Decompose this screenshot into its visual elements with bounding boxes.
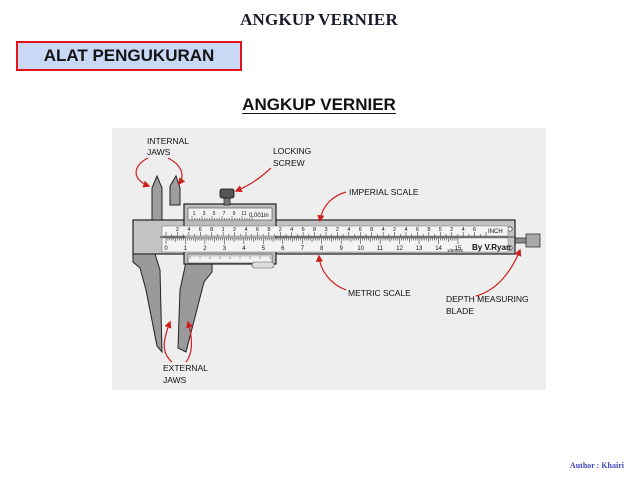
imperial-scale-numbers: 2 4 6 8 1 2 4 6 8 2 4 6 8 3 2 4 6 8 4 2 4 6 8 5 2 4 6 <box>176 227 476 233</box>
metric-number: 1 <box>184 246 188 252</box>
metric-number: 8 <box>320 246 324 252</box>
imperial-number: 8 <box>313 227 316 233</box>
vernier-top-number: 9 <box>233 211 236 217</box>
arrow-imperial-scale <box>317 191 347 223</box>
imperial-number: 1 <box>222 227 225 233</box>
metric-number: 5 <box>262 246 266 252</box>
author-credit: Author : Khairi <box>569 461 624 470</box>
mm-unit-label: 1/50mm <box>447 248 464 253</box>
diagram-title: ANGKUP VERNIER <box>242 95 396 114</box>
metric-number: 15 <box>455 246 462 252</box>
imperial-number: 6 <box>359 227 362 233</box>
label-metric-scale: METRIC SCALE <box>348 288 411 298</box>
vernier-bottom-ticks <box>189 254 271 259</box>
metric-number: 10 <box>357 246 364 252</box>
imperial-number: 6 <box>416 227 419 233</box>
imperial-number: 2 <box>233 227 236 233</box>
imperial-number: 6 <box>256 227 259 233</box>
imperial-number: 2 <box>450 227 453 233</box>
vernier-top-number: 1 <box>193 211 196 217</box>
imperial-number: 2 <box>393 227 396 233</box>
imperial-number: 2 <box>279 227 282 233</box>
metric-number: 9 <box>340 246 344 252</box>
arrow-external-jaws-left <box>163 320 173 363</box>
imperial-number: 6 <box>302 227 305 233</box>
metric-number: 6 <box>281 246 285 252</box>
locking-screw-head <box>219 188 235 199</box>
imperial-number: 2 <box>336 227 339 233</box>
category-tag-label: ALAT PENGUKURAN <box>43 46 215 65</box>
imperial-number: 8 <box>267 227 270 233</box>
imperial-number: 3 <box>324 227 327 233</box>
vernier-top-numbers: 1 3 5 7 9 11 <box>193 211 247 217</box>
arrow-metric-scale <box>315 254 347 291</box>
slide-title: ANGKUP VERNIER <box>240 10 398 29</box>
metric-scale-ticks <box>165 238 459 244</box>
metric-scale-strip <box>161 237 509 253</box>
metric-number: 12 <box>396 246 403 252</box>
arrow-internal-jaws-right <box>167 157 186 186</box>
imperial-number: 4 <box>404 227 407 233</box>
imperial-number: 5 <box>439 227 442 233</box>
vernier-top-ticks <box>191 216 253 220</box>
metric-number: 4 <box>242 246 246 252</box>
metric-number: 2 <box>203 246 207 252</box>
signature-label: By V.Ryan <box>472 243 511 252</box>
metric-number: 13 <box>416 246 423 252</box>
imperial-number: 4 <box>462 227 465 233</box>
label-depth-blade: DEPTH MEASURING BLADE <box>446 294 531 316</box>
imperial-number: 8 <box>427 227 430 233</box>
internal-jaw-fixed <box>151 174 163 221</box>
arrow-locking-screw <box>234 167 272 193</box>
metric-number: 7 <box>301 246 305 252</box>
vernier-top-number: 11 <box>241 211 246 217</box>
imperial-number: 4 <box>244 227 247 233</box>
vernier-top-number: 5 <box>213 211 216 217</box>
imperial-number: 8 <box>210 227 213 233</box>
imperial-number: 2 <box>176 227 179 233</box>
imperial-number: 4 <box>290 227 293 233</box>
imperial-number: 4 <box>347 227 350 233</box>
vernier-top-window <box>187 207 273 221</box>
imperial-number: 6 <box>473 227 476 233</box>
metric-number: 11 <box>377 246 384 252</box>
imperial-scale-strip <box>161 225 509 237</box>
external-jaw-fixed <box>132 253 163 354</box>
diagram-background <box>112 128 546 390</box>
arrow-depth-blade <box>475 248 522 297</box>
imperial-number: 4 <box>187 227 190 233</box>
vernier-top-number: 3 <box>203 211 206 217</box>
category-tag: ALAT PENGUKURAN <box>16 41 242 71</box>
metric-number: 3 <box>223 246 227 252</box>
label-imperial-scale: IMPERIAL SCALE <box>349 187 419 197</box>
metric-number: 0 <box>164 246 168 252</box>
beam-end-screw-top <box>507 226 513 232</box>
label-external-jaws: EXTERNAL JAWS <box>163 363 210 385</box>
depth-blade-tip <box>525 233 541 248</box>
internal-jaw-sliding <box>169 174 181 206</box>
imperial-number: 6 <box>199 227 202 233</box>
imperial-number: 8 <box>370 227 373 233</box>
inch-unit-label: INCH <box>488 229 503 235</box>
imperial-scale-ticks <box>165 232 487 236</box>
arrow-internal-jaws-left <box>135 157 151 188</box>
metric-number: 14 <box>435 246 442 252</box>
label-internal-jaws: INTERNAL JAWS <box>147 136 191 157</box>
vernier-top-number: 7 <box>223 211 226 217</box>
thumb-wheel <box>251 261 275 269</box>
vernier-reading-label: 0.001in <box>249 213 269 219</box>
arrow-external-jaws-right <box>185 320 194 363</box>
imperial-number: 4 <box>382 227 385 233</box>
label-locking-screw: LOCKING SCREW <box>273 146 314 168</box>
